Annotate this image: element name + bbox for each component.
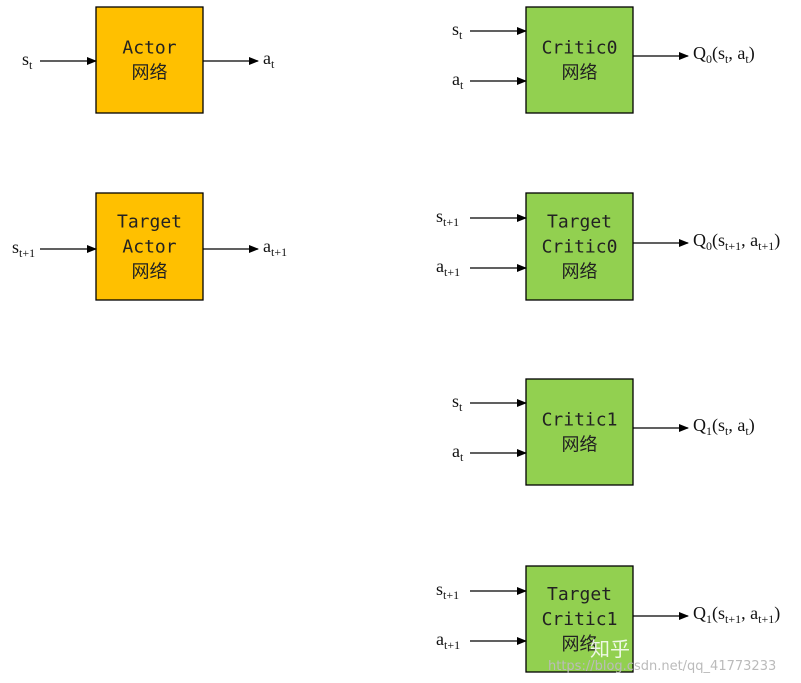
target-critic1-input-label: st+1 xyxy=(436,579,459,602)
target-critic0-label-line: Critic0 xyxy=(542,237,618,258)
input-subscript: t+1 xyxy=(19,246,35,260)
output-text: (s xyxy=(712,43,725,64)
output-text: ) xyxy=(749,43,755,64)
output-subscript: t+1 xyxy=(725,239,741,253)
input-symbol: s xyxy=(436,206,443,226)
target-actor-label-line: Target xyxy=(117,212,182,233)
output-subscript: 0 xyxy=(706,239,712,253)
input-subscript: t+1 xyxy=(443,588,459,602)
output-subscript: t+1 xyxy=(271,245,287,259)
critic1-output-label: Q1(st, at) xyxy=(693,415,755,438)
output-text: ) xyxy=(749,415,755,436)
input-subscript: t xyxy=(29,58,33,72)
input-symbol: s xyxy=(436,579,443,599)
critic1-box xyxy=(525,378,634,486)
actor-input-label: st xyxy=(22,49,33,72)
target-critic1-label-line: 网络 xyxy=(562,634,598,655)
output-subscript: t+1 xyxy=(758,612,774,626)
critic0-input-label: st xyxy=(452,19,463,42)
input-symbol: s xyxy=(452,391,459,411)
target-actor-label-line: Actor xyxy=(122,237,176,258)
critic1-label-line: Critic1 xyxy=(542,410,618,431)
input-symbol: a xyxy=(452,69,460,89)
output-text: (s xyxy=(712,415,725,436)
input-symbol: a xyxy=(452,441,460,461)
critic0-input-label: at xyxy=(452,69,464,92)
output-subscript: t xyxy=(725,424,729,438)
actor-output-label: at xyxy=(263,48,275,71)
output-text: ) xyxy=(774,230,780,251)
input-symbol: s xyxy=(12,237,19,257)
critic0-output-label: Q0(st, at) xyxy=(693,43,755,66)
critic0-label-line: Critic0 xyxy=(542,38,618,59)
watermark-text: 知乎 @ReEchooo xyxy=(590,637,755,661)
output-subscript: 1 xyxy=(706,424,712,438)
input-subscript: t+1 xyxy=(444,265,460,279)
input-subscript: t+1 xyxy=(443,215,459,229)
output-text: Q xyxy=(693,415,706,435)
output-text: Q xyxy=(693,603,706,623)
output-text: (s xyxy=(712,230,725,251)
target-actor-label-line: 网络 xyxy=(132,262,168,283)
output-text: , a xyxy=(741,230,758,250)
target-critic0-label-line: 网络 xyxy=(562,262,598,283)
target-actor-input-label: st+1 xyxy=(12,237,35,260)
output-subscript: t+1 xyxy=(758,239,774,253)
target-critic1-box xyxy=(525,565,634,673)
target-critic0-input-label: at+1 xyxy=(436,256,460,279)
target-critic0-box xyxy=(525,192,634,301)
output-text: ) xyxy=(774,603,780,624)
output-text: a xyxy=(263,236,271,256)
actor-label-line: Actor xyxy=(122,38,176,59)
watermark-url: https://blog.csdn.net/qq_41773233 xyxy=(548,659,776,674)
input-symbol: a xyxy=(436,629,444,649)
output-subscript: t+1 xyxy=(725,612,741,626)
output-text: , a xyxy=(728,43,745,63)
input-subscript: t xyxy=(460,450,464,464)
target-critic0-input-label: st+1 xyxy=(436,206,459,229)
critic0-box xyxy=(525,6,634,114)
target-critic1-label-line: Target xyxy=(547,584,612,605)
output-subscript: t xyxy=(725,52,729,66)
input-subscript: t+1 xyxy=(444,638,460,652)
output-text: Q xyxy=(693,43,706,63)
target-critic1-label-line: Critic1 xyxy=(542,609,618,630)
target-actor-output-label: at+1 xyxy=(263,236,287,259)
output-text: (s xyxy=(712,603,725,624)
output-subscript: 1 xyxy=(706,612,712,626)
input-subscript: t xyxy=(460,78,464,92)
output-subscript: t xyxy=(745,52,749,66)
target-critic1-output-label: Q1(st+1, at+1) xyxy=(693,603,780,626)
actor-label-line: 网络 xyxy=(132,63,168,84)
input-symbol: s xyxy=(22,49,29,69)
critic1-input-label: st xyxy=(452,391,463,414)
input-symbol: s xyxy=(452,19,459,39)
output-text: , a xyxy=(728,415,745,435)
input-symbol: a xyxy=(436,256,444,276)
watermark: 知乎 @ReEchooo https://blog.csdn.net/qq_41… xyxy=(548,637,776,674)
output-text: , a xyxy=(741,603,758,623)
output-subscript: t xyxy=(271,57,275,71)
critic0-label-line: 网络 xyxy=(562,63,598,84)
output-subscript: 0 xyxy=(706,52,712,66)
target-critic0-label-line: Target xyxy=(547,212,612,233)
target-critic0-output-label: Q0(st+1, at+1) xyxy=(693,230,780,253)
critic1-label-line: 网络 xyxy=(562,435,598,456)
input-subscript: t xyxy=(459,28,463,42)
output-text: a xyxy=(263,48,271,68)
critic1-input-label: at xyxy=(452,441,464,464)
target-critic1-input-label: at+1 xyxy=(436,629,460,652)
actor-box xyxy=(95,6,204,114)
output-text: Q xyxy=(693,230,706,250)
input-subscript: t xyxy=(459,400,463,414)
output-subscript: t xyxy=(745,424,749,438)
